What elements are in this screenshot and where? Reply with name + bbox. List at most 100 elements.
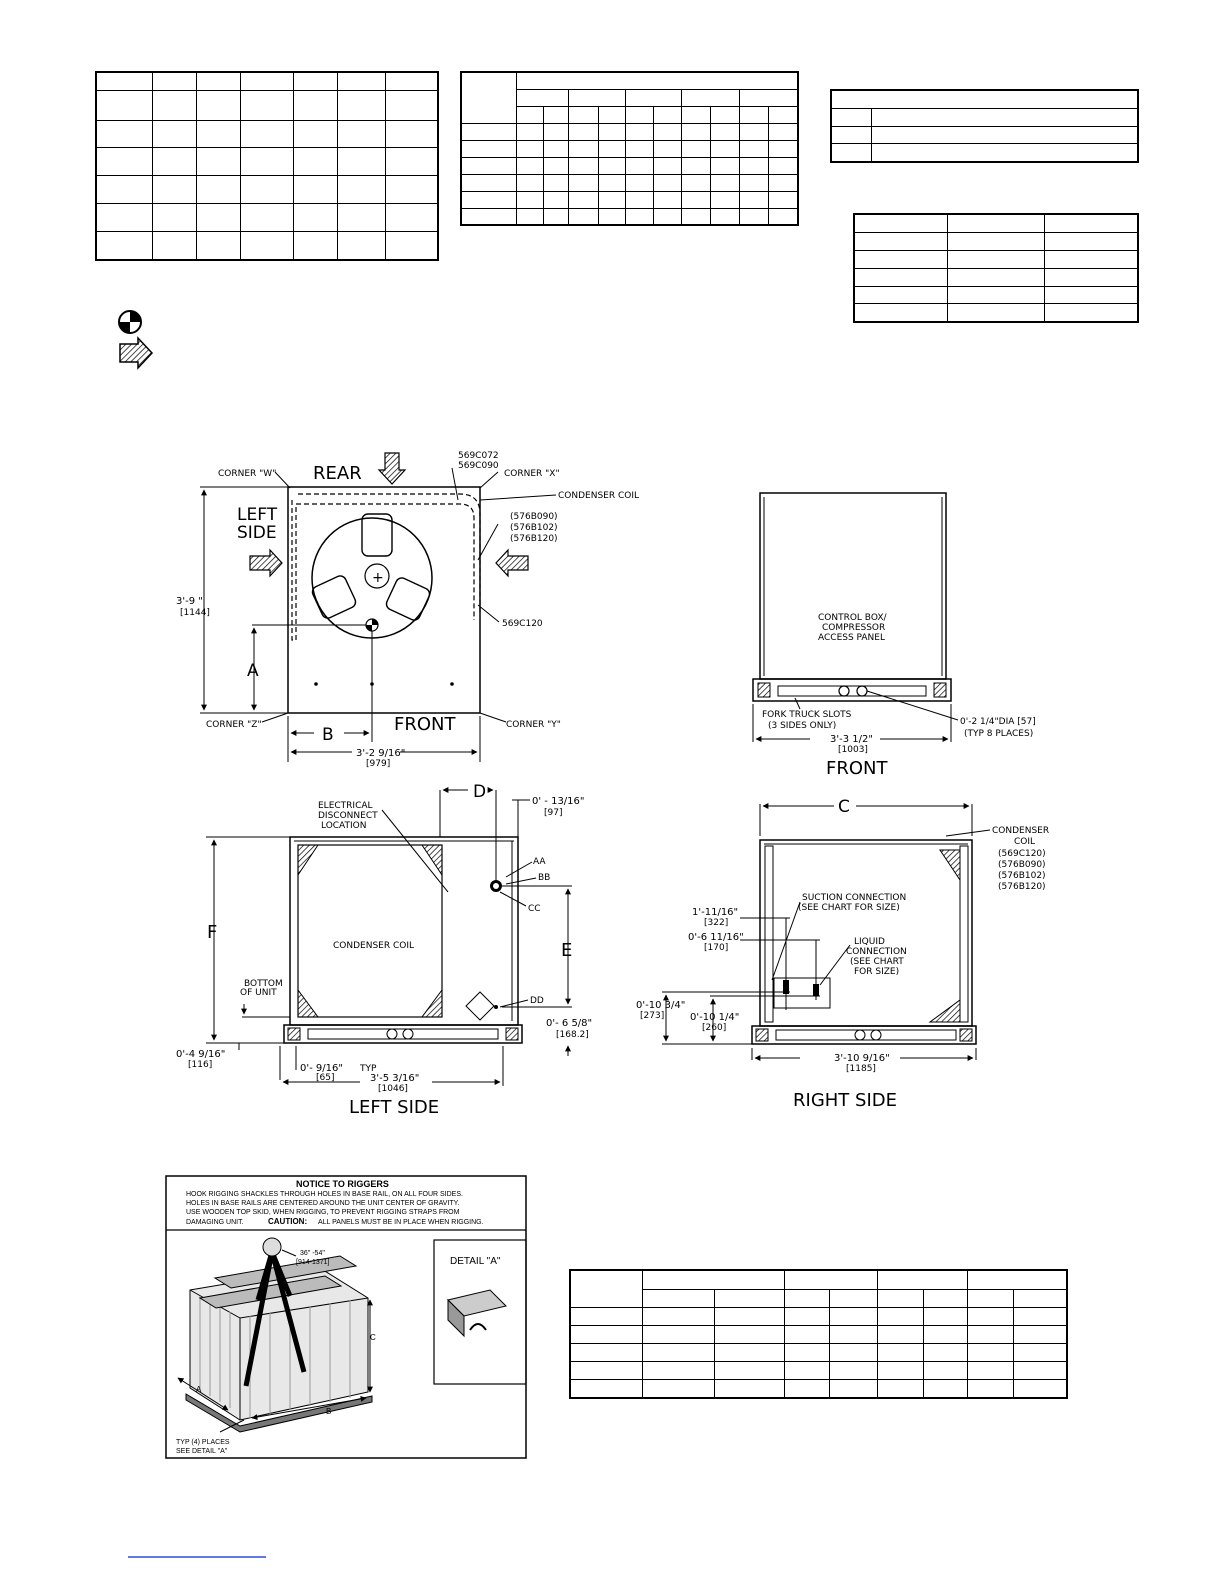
rig-dim-a: A	[196, 1385, 202, 1394]
liquid-offset-dim: 0'-6 11/16"	[688, 932, 744, 943]
panel-label-3: ACCESS PANEL	[818, 633, 885, 643]
liquid-label-2: CONNECTION	[846, 947, 907, 957]
left-width-dim: 3'-5 3/16"	[370, 1073, 419, 1084]
left-width-mm: [1046]	[378, 1084, 408, 1094]
model-list-1: (576B090)	[510, 512, 558, 522]
right-coil-model-4: (576B120)	[998, 882, 1046, 892]
corner-x-label: CORNER "X"	[504, 469, 560, 479]
fork-truck-note: (3 SIDES ONLY)	[768, 721, 836, 731]
dimensions-table	[460, 71, 799, 226]
detail-a-label: DETAIL "A"	[450, 1256, 501, 1267]
rear-label: REAR	[313, 463, 362, 484]
model-list-2: (576B102)	[510, 523, 558, 533]
liquid-offset-mm: [170]	[704, 943, 728, 953]
front-width-mm: [1003]	[838, 745, 868, 755]
legend-table	[830, 89, 1139, 163]
typ-places-2: SEE DETAIL "A"	[176, 1448, 228, 1455]
right-coil-model-3: (576B102)	[998, 871, 1046, 881]
dim-d-offset-mm: [97]	[544, 808, 562, 818]
dd-mm: [168.2]	[556, 1030, 589, 1040]
caution-label: CAUTION:	[268, 1217, 307, 1226]
typ-mm: [65]	[316, 1073, 334, 1083]
front-label-top: FRONT	[394, 714, 456, 735]
left-coil-label: CONDENSER COIL	[333, 941, 414, 951]
suction-label-1: SUCTION CONNECTION	[802, 893, 906, 903]
right-coil-label-1: CONDENSER	[992, 826, 1049, 836]
hole-note: (TYP 8 PLACES)	[964, 729, 1033, 739]
suction-label-2: (SEE CHART FOR SIZE)	[798, 903, 900, 913]
rigging-line-2: HOLES IN BASE RAILS ARE CENTERED AROUND …	[186, 1200, 459, 1207]
rigging-notice: NOTICE TO RIGGERS HOOK RIGGING SHACKLES …	[165, 1175, 527, 1459]
width-mm-top: [979]	[366, 759, 390, 769]
airflow-arrow-icon	[119, 336, 154, 370]
front-view-title: FRONT	[826, 758, 888, 779]
bottom-of-unit-1: BOTTOM	[244, 979, 283, 989]
right-coil-label-2: COIL	[1014, 837, 1035, 847]
dim-f-label: F	[207, 922, 217, 943]
right-side-view: C CONDENSER COIL (569C120) (576B090) (57…	[636, 797, 1049, 1111]
dim-a-label: A	[247, 661, 259, 681]
dim-d-offset: 0' - 13/16"	[532, 796, 585, 807]
right-coil-model-1: (569C120)	[998, 849, 1046, 859]
liquid-label-4: FOR SIZE)	[854, 967, 899, 977]
right-width-dim: 3'-10 9/16"	[834, 1053, 890, 1064]
panel-label-2: COMPRESSOR	[822, 623, 885, 633]
left-side-label-1: LEFT	[237, 505, 278, 525]
corner-y-label: CORNER "Y"	[506, 720, 561, 730]
typ-dim: 0'- 9/16"	[300, 1063, 343, 1074]
height-mm: [1144]	[180, 608, 210, 618]
suction-height-mm: [273]	[640, 1011, 664, 1021]
left-side-title: LEFT SIDE	[349, 1097, 439, 1118]
svg-text:+: +	[372, 570, 384, 586]
base-mm: [116]	[188, 1060, 212, 1070]
dim-b-label: B	[322, 725, 334, 745]
electrical-label-3: LOCATION	[321, 821, 367, 831]
rig-dim-c: C	[370, 1333, 376, 1342]
weights-table	[95, 71, 439, 261]
dd-label: DD	[530, 996, 544, 1006]
model-569c090: 569C090	[458, 461, 499, 471]
left-side-label-2: SIDE	[237, 523, 277, 543]
hole-dim: 0'-2 1/4"DIA [57]	[960, 717, 1036, 727]
sling-dim: 36" -54"	[300, 1250, 325, 1257]
clearance-table	[569, 1269, 1068, 1399]
electrical-label-2: DISCONNECT	[318, 811, 378, 821]
dim-e-label: E	[561, 940, 572, 961]
model-569c120: 569C120	[502, 619, 543, 629]
top-view: + CORNER "W" REAR 569C072	[176, 451, 639, 769]
liquid-label-1: LIQUID	[854, 937, 885, 947]
right-coil-model-2: (576B090)	[998, 860, 1046, 870]
typ-word: TYP	[359, 1064, 377, 1074]
width-dim-top: 3'-2 9/16"	[356, 748, 405, 759]
connections-table	[853, 213, 1139, 323]
height-dim: 3'-9 "	[176, 596, 203, 607]
typ-places-1: TYP (4) PLACES	[176, 1439, 230, 1446]
liquid-label-3: (SEE CHART	[850, 957, 904, 967]
bb-label: BB	[538, 873, 550, 883]
sling-mm: [914-1371]	[296, 1259, 330, 1266]
right-side-title: RIGHT SIDE	[793, 1090, 897, 1111]
front-width-dim: 3'-3 1/2"	[830, 734, 873, 745]
model-list-3: (576B120)	[510, 534, 558, 544]
caution-text: ALL PANELS MUST BE IN PLACE WHEN RIGGING…	[318, 1219, 484, 1226]
cc-label: CC	[528, 904, 541, 914]
suction-dim: 1'-11/16"	[692, 907, 738, 918]
electrical-label-1: ELECTRICAL	[318, 801, 373, 811]
rigging-line-1: HOOK RIGGING SHACKLES THROUGH HOLES IN B…	[186, 1191, 463, 1198]
suction-mm: [322]	[704, 918, 728, 928]
liquid-height-mm: [260]	[702, 1023, 726, 1033]
rig-dim-b: B	[326, 1407, 331, 1416]
condenser-coil-label: CONDENSER COIL	[558, 491, 639, 501]
center-of-gravity-icon	[118, 310, 142, 334]
model-569c072: 569C072	[458, 451, 499, 461]
corner-w-label: CORNER "W"	[218, 469, 276, 479]
base-dim: 0'-4 9/16"	[176, 1049, 225, 1060]
dim-c-label: C	[838, 797, 850, 817]
rigging-line-4: DAMAGING UNIT.	[186, 1219, 244, 1226]
corner-z-label: CORNER "Z"	[206, 720, 262, 730]
dd-dim: 0'- 6 5/8"	[546, 1018, 592, 1029]
panel-label-1: CONTROL BOX/	[818, 613, 888, 623]
front-view: CONTROL BOX/ COMPRESSOR ACCESS PANEL FOR…	[752, 492, 1036, 779]
rigging-title: NOTICE TO RIGGERS	[296, 1179, 389, 1189]
